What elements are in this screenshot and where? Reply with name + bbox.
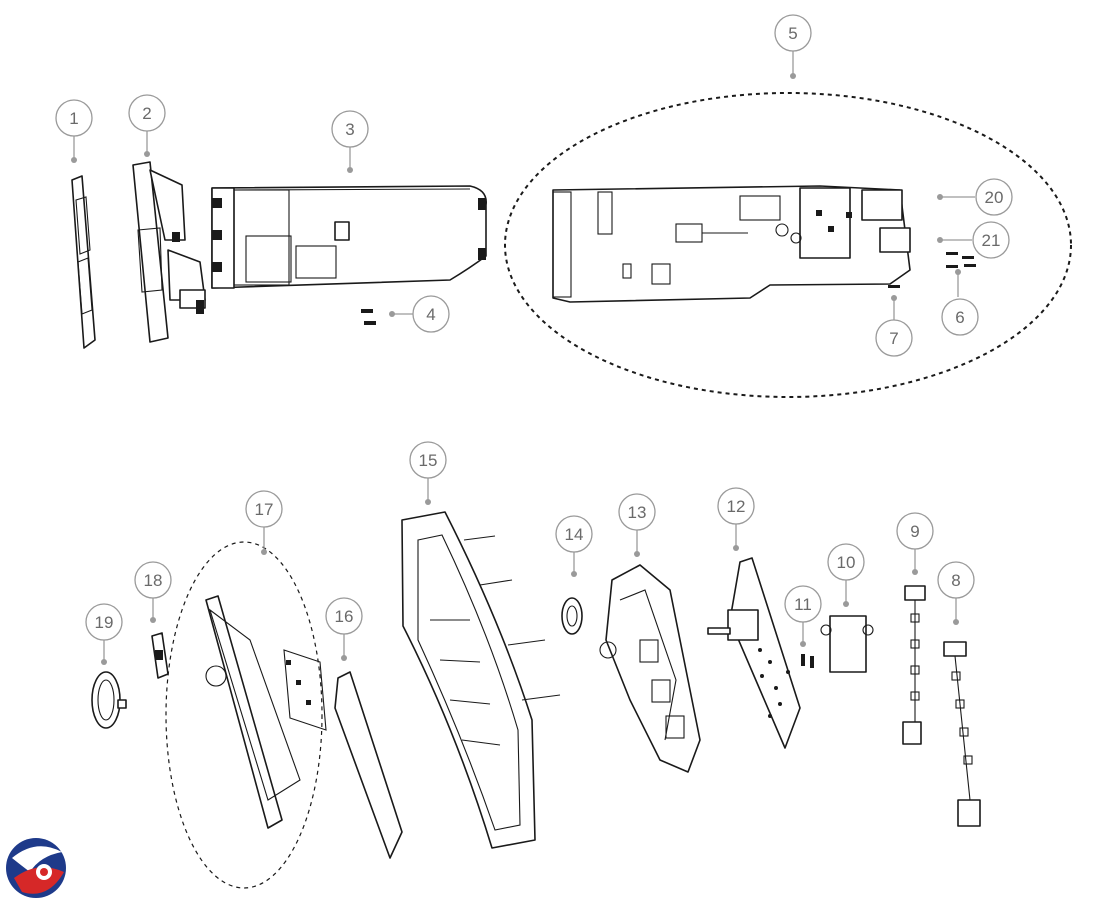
callout-3-label: 3: [345, 120, 354, 139]
callout-10: 10: [827, 543, 865, 581]
callout-8: 8: [937, 561, 975, 599]
callout-13: 13: [618, 493, 656, 531]
callout-16: 16: [325, 597, 363, 635]
part-14-gasket: [561, 597, 583, 635]
callout-19-label: 19: [95, 613, 114, 632]
part-13-module-housing: [599, 564, 701, 773]
callout-6: 6: [941, 298, 979, 336]
callout-20: 20: [975, 178, 1013, 216]
callout-20-label: 20: [985, 188, 1004, 207]
part-10-filter: [820, 615, 874, 673]
callout-17: 17: [245, 490, 283, 528]
callout-4: 4: [412, 295, 450, 333]
part-19-knob: [91, 671, 127, 729]
callout-1-label: 1: [69, 109, 78, 128]
callout-15: 15: [409, 441, 447, 479]
callout-4-label: 4: [426, 305, 435, 324]
part-6-screws: [946, 252, 976, 268]
callout-14-label: 14: [565, 525, 584, 544]
part-5-control-board-group: [504, 92, 1072, 398]
part-7-screw: [888, 285, 900, 288]
leader-lines: [71, 51, 975, 665]
callout-8-label: 8: [951, 571, 960, 590]
part-12-pcb: [707, 557, 801, 749]
callout-18-label: 18: [144, 571, 163, 590]
callout-13-label: 13: [628, 503, 647, 522]
brand-logo-icon: [6, 838, 66, 898]
callout-11-label: 11: [794, 595, 812, 614]
callout-5: 5: [774, 14, 812, 52]
callout-21: 21: [972, 221, 1010, 259]
callout-7: 7: [875, 319, 913, 357]
callout-2-label: 2: [142, 104, 151, 123]
callout-12-label: 12: [727, 497, 746, 516]
callout-7-label: 7: [889, 329, 898, 348]
callout-3: 3: [331, 110, 369, 148]
callout-11: 11: [784, 585, 822, 623]
callout-12: 12: [717, 487, 755, 525]
callout-9-label: 9: [910, 522, 919, 541]
part-3-dispenser-drawer: [211, 185, 487, 289]
callout-6-label: 6: [955, 308, 964, 327]
callout-5-label: 5: [788, 24, 797, 43]
part-11-screws: [801, 654, 814, 668]
callout-16-label: 16: [335, 607, 354, 626]
part-8-wire-harness: [943, 641, 981, 827]
part-18-switch: [151, 632, 169, 679]
callout-2: 2: [128, 94, 166, 132]
callout-18: 18: [134, 561, 172, 599]
part-4-screws: [361, 309, 376, 325]
part-17-panel-group: [165, 541, 327, 889]
callout-9: 9: [896, 512, 934, 550]
part-15-fascia-frame: [401, 511, 561, 849]
callout-15-label: 15: [419, 451, 438, 470]
part-1-front-panel: [71, 175, 96, 349]
part-9-wire-harness: [902, 585, 926, 745]
part-2-panel-frame: [132, 161, 206, 343]
callout-19: 19: [85, 603, 123, 641]
callout-17-label: 17: [255, 500, 274, 519]
callout-21-label: 21: [982, 231, 1001, 250]
callout-1: 1: [55, 99, 93, 137]
callout-10-label: 10: [837, 553, 856, 572]
callout-14: 14: [555, 515, 593, 553]
part-16-window-film: [334, 671, 403, 859]
